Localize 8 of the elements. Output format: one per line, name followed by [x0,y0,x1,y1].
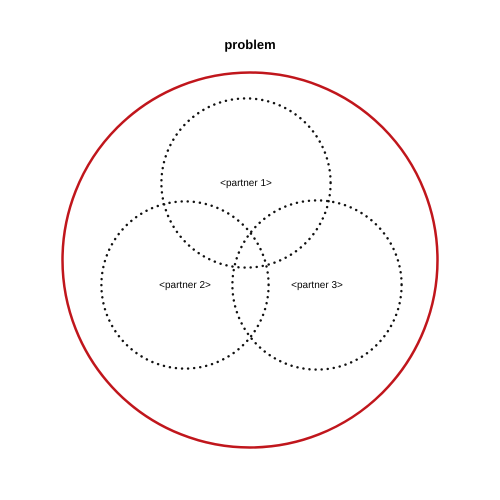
circle-title: problem [224,38,276,54]
dotted-circle [230,198,404,372]
circle-label: <partner 3> [291,278,343,292]
circle-label: <partner 1> [220,176,272,190]
problem-circle [60,38,440,450]
dotted-circle [159,96,333,270]
dotted-circle [99,199,271,371]
circle-label: <partner 2> [159,278,211,292]
